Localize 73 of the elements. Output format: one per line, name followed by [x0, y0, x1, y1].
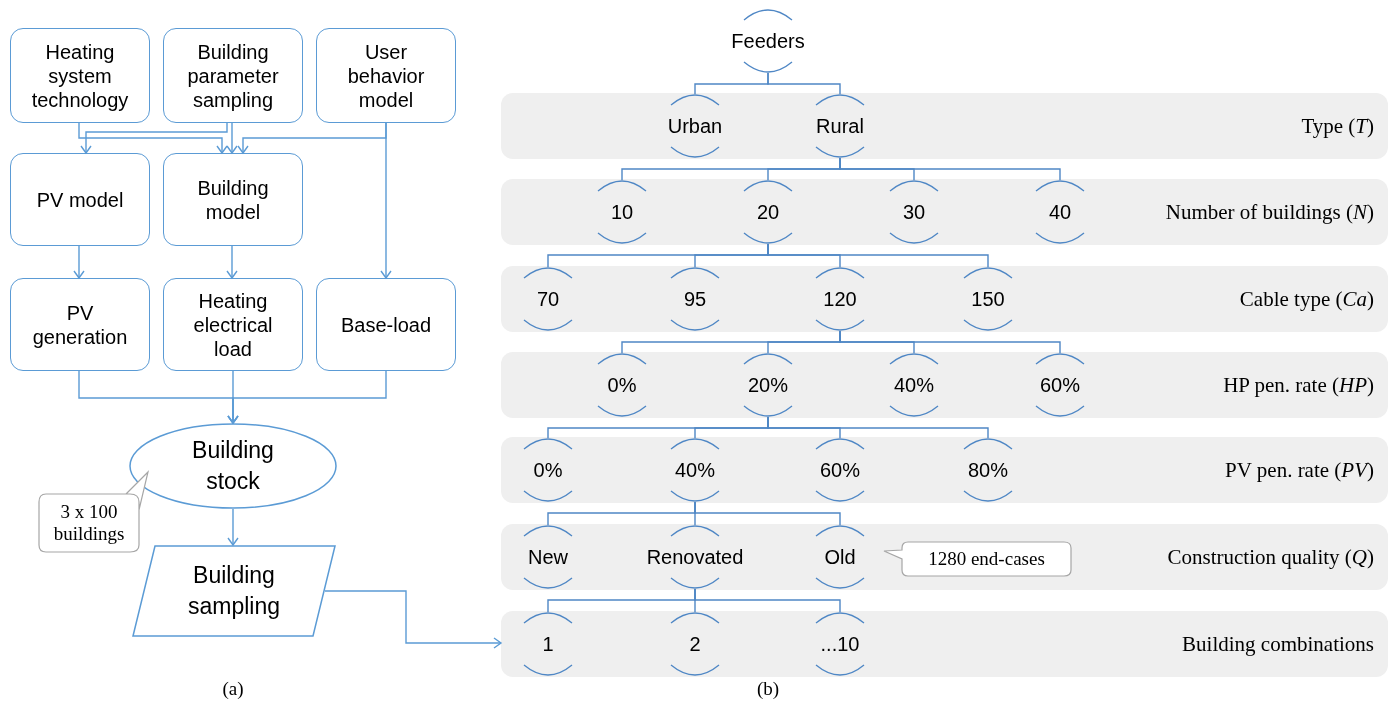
node-label: ...10 [820, 632, 860, 656]
process-box [316, 28, 456, 123]
arrow [226, 245, 238, 279]
panel-caption: (b) [756, 678, 780, 700]
arrow [380, 122, 392, 279]
parallelogram-node [132, 545, 336, 637]
node-label: 40 [1048, 200, 1072, 224]
level-label: Cable type (Ca) [1239, 287, 1374, 311]
tree-connector [767, 72, 841, 95]
node-label: Heating electrical load [192, 288, 274, 361]
arrow [227, 370, 387, 424]
arrow [324, 590, 502, 649]
node-label: New [528, 545, 568, 569]
node-label: 60% [1040, 373, 1080, 397]
callout-text: 1280 end-cases [927, 548, 1046, 570]
node-label: 2 [689, 632, 701, 656]
node-label: 70 [536, 287, 560, 311]
level-band [501, 524, 1388, 590]
node-label: PV model [36, 187, 124, 212]
node-label: PV generation [31, 300, 129, 349]
level-band [501, 266, 1388, 332]
node-label: 40% [675, 458, 715, 482]
level-band [501, 611, 1388, 677]
node-label: 150 [971, 287, 1005, 311]
level-label: Type (T) [1301, 114, 1374, 138]
process-box [316, 278, 456, 371]
node-label: Building stock [191, 436, 275, 496]
tree-connector [694, 588, 841, 613]
process-box [10, 153, 150, 246]
node-label: Rural [816, 114, 864, 138]
arrow [73, 245, 85, 279]
node-label: 0% [533, 458, 563, 482]
node-label: Heating system technology [30, 39, 130, 112]
level-band [501, 437, 1388, 503]
process-box [163, 278, 303, 371]
node-label: 20% [748, 373, 788, 397]
arrow [226, 122, 238, 154]
level-band [501, 93, 1388, 159]
node-label: 120 [823, 287, 857, 311]
node-label: User behavior model [346, 39, 426, 112]
panel-caption: (a) [222, 678, 244, 700]
node-label: 60% [820, 458, 860, 482]
level-label: Construction quality (Q) [1167, 545, 1374, 569]
node-label: Building parameter sampling [186, 39, 280, 112]
node-label: Renovated [646, 545, 744, 569]
node-label: 30 [902, 200, 926, 224]
level-band [501, 179, 1388, 245]
node-label: Building model [196, 175, 270, 224]
node-label: 40% [894, 373, 934, 397]
level-band [501, 352, 1388, 418]
level-label: Building combinations [1182, 632, 1374, 656]
node-label: 0% [607, 373, 637, 397]
node-label: Urban [667, 114, 723, 138]
process-box [10, 278, 150, 371]
node-label: Building sampling [186, 561, 281, 621]
level-label: PV pen. rate (PV) [1225, 458, 1374, 482]
tree-connector [694, 501, 841, 526]
process-box [10, 28, 150, 123]
node-label: 80% [968, 458, 1008, 482]
node-label: 20 [756, 200, 780, 224]
node-label: Old [824, 545, 856, 569]
process-box [163, 28, 303, 123]
level-label: HP pen. rate (HP) [1223, 373, 1374, 397]
process-box [163, 153, 303, 246]
arrow [227, 508, 239, 546]
level-label: Number of buildings (N) [1165, 200, 1374, 224]
node-label: Feeders [731, 29, 805, 53]
callout-text: 3 x 100 buildings [52, 501, 126, 545]
node-label: 10 [610, 200, 634, 224]
node-label: 1 [542, 632, 554, 656]
node-label: 95 [683, 287, 707, 311]
ellipse-node [129, 423, 337, 509]
node-label: Base-load [340, 312, 432, 337]
